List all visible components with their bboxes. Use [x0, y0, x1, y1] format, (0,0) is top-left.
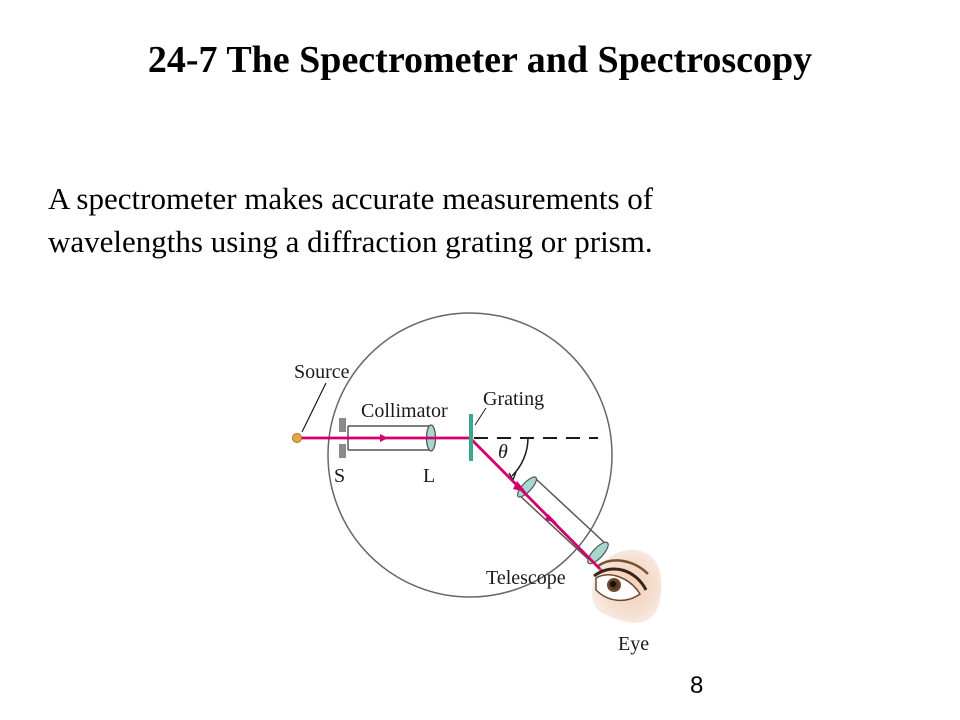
- diffracted-ray-arrow-1: [513, 481, 526, 492]
- label-telescope: Telescope: [486, 567, 566, 589]
- source-leader-line: [301, 382, 327, 433]
- slit-lower: [339, 444, 346, 458]
- slide-title: 24-7 The Spectrometer and Spectroscopy: [147, 39, 813, 81]
- incident-ray-arrow-1: [380, 434, 388, 442]
- light-source-icon: [292, 433, 302, 443]
- page-number: 8: [690, 672, 704, 699]
- label-source: Source: [294, 361, 350, 383]
- spectrometer-table-circle: [327, 312, 613, 598]
- label-collimator: Collimator: [361, 400, 448, 422]
- diffracted-ray: [469, 437, 604, 573]
- telescope-eyepiece-lens-icon: [587, 541, 609, 565]
- label-lens: L: [423, 465, 435, 487]
- slit-upper: [339, 418, 346, 432]
- label-eye: Eye: [618, 633, 649, 655]
- telescope: [517, 478, 608, 560]
- label-grating: Grating: [483, 388, 544, 410]
- label-theta: θ: [498, 441, 508, 463]
- body-line-1: A spectrometer makes accurate measuremen…: [48, 181, 654, 216]
- body-line-2: wavelengths using a diffraction grating …: [48, 224, 653, 259]
- grating-leader-line: [474, 407, 487, 426]
- theta-arc: [511, 437, 529, 477]
- body-text: A spectrometer makes accurate measuremen…: [48, 177, 808, 263]
- diffracted-ray-arrow-2: [545, 514, 557, 523]
- eye-icon: [591, 549, 662, 623]
- label-slit: S: [334, 465, 345, 487]
